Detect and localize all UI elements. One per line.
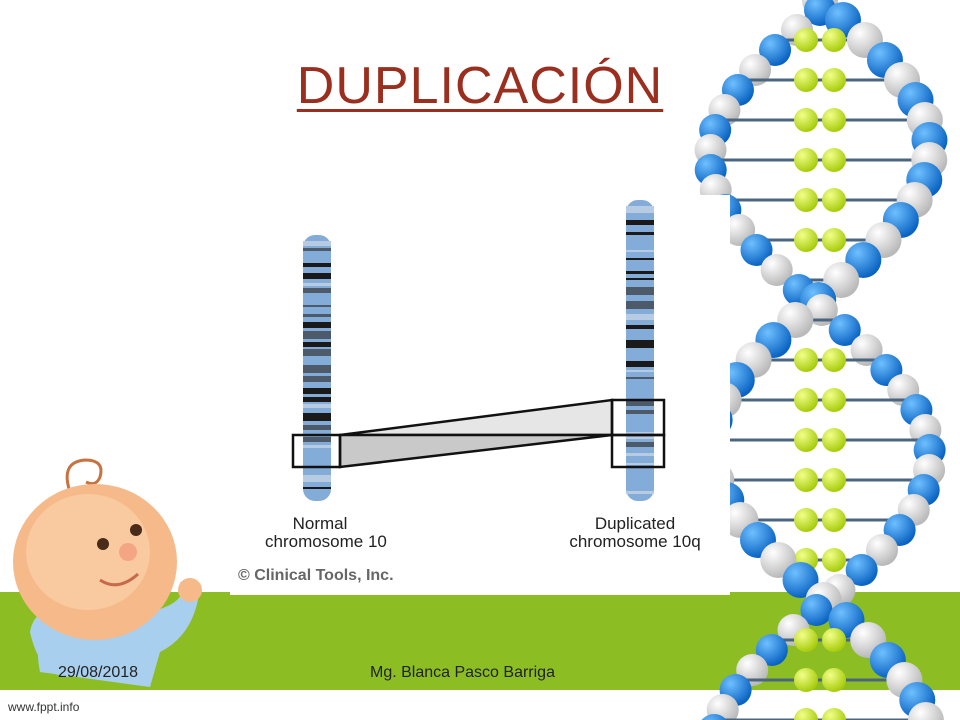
- duplication-highlight: [291, 398, 666, 469]
- normal-chromosome: [303, 235, 331, 501]
- duplicated-label: Duplicated chromosome 10q: [569, 514, 701, 551]
- slide-title: DUPLICACIÓN: [296, 57, 664, 115]
- baby-illustration-icon: [13, 458, 202, 687]
- normal-label: Normal chromosome 10: [265, 514, 387, 551]
- duplicated-chromosome: [626, 200, 654, 501]
- copyright-text: © Clinical Tools, Inc.: [238, 567, 394, 584]
- chromosome-figure: Normal chromosome 10 Duplicated chromoso…: [230, 195, 730, 595]
- footer-date: 29/08/2018: [58, 664, 139, 681]
- website-text: www.fppt.info: [8, 700, 80, 714]
- footer-author: Mg. Blanca Pasco Barriga: [370, 664, 555, 681]
- chromosome-diagram: [291, 200, 666, 501]
